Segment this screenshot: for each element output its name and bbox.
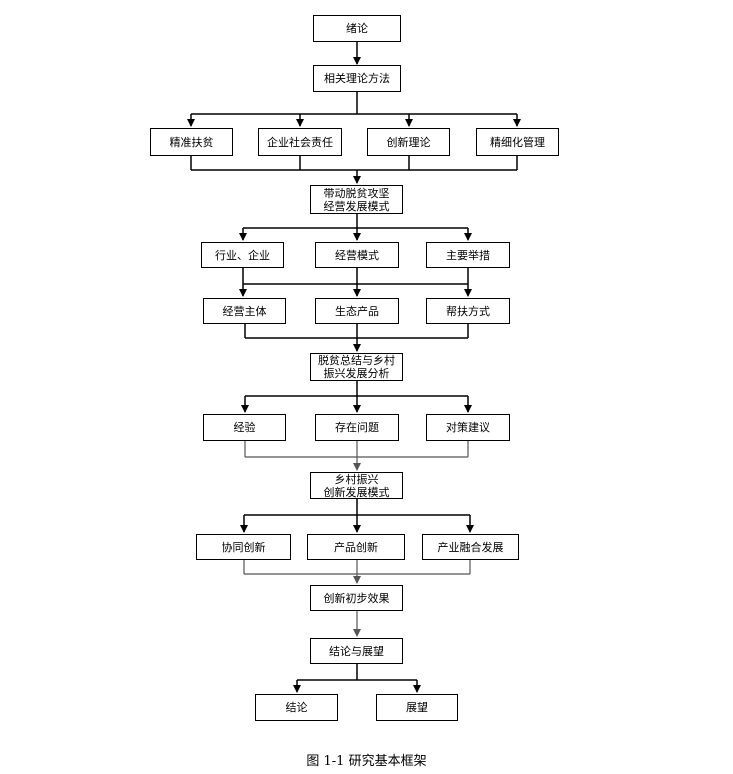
figure-caption: 图 1-1 研究基本框架 xyxy=(306,754,427,769)
node-revival-model: 乡村振兴 创新发展模式 xyxy=(310,472,403,499)
node-innovation-theory: 创新理论 xyxy=(367,128,450,156)
node-experience: 经验 xyxy=(203,414,286,441)
node-business-model: 经营模式 xyxy=(315,242,399,268)
node-industry: 行业、企业 xyxy=(201,242,284,268)
node-product-innovation: 产品创新 xyxy=(307,534,405,560)
node-problems: 存在问题 xyxy=(315,414,399,441)
node-summary: 脱贫总结与乡村 振兴发展分析 xyxy=(310,353,403,381)
node-csr: 企业社会责任 xyxy=(258,128,342,156)
node-precise-poverty: 精准扶贫 xyxy=(150,128,233,156)
node-industry-fusion: 产业融合发展 xyxy=(422,534,519,560)
node-conclusion-outlook: 结论与展望 xyxy=(310,638,403,664)
node-aid-method: 帮扶方式 xyxy=(426,298,510,324)
node-conclusion: 结论 xyxy=(255,694,338,721)
node-subject: 经营主体 xyxy=(203,298,286,324)
node-main-measures: 主要举措 xyxy=(426,242,510,268)
node-model: 带动脱贫攻坚 经营发展模式 xyxy=(310,185,403,214)
node-eco-product: 生态产品 xyxy=(315,298,399,324)
node-fine-management: 精细化管理 xyxy=(476,128,559,156)
node-initial-effect: 创新初步效果 xyxy=(310,585,403,611)
node-intro: 绪论 xyxy=(313,15,401,42)
node-theory: 相关理论方法 xyxy=(313,65,401,92)
node-co-innovation: 协同创新 xyxy=(196,534,291,560)
node-suggestions: 对策建议 xyxy=(426,414,510,441)
node-outlook: 展望 xyxy=(376,694,458,721)
